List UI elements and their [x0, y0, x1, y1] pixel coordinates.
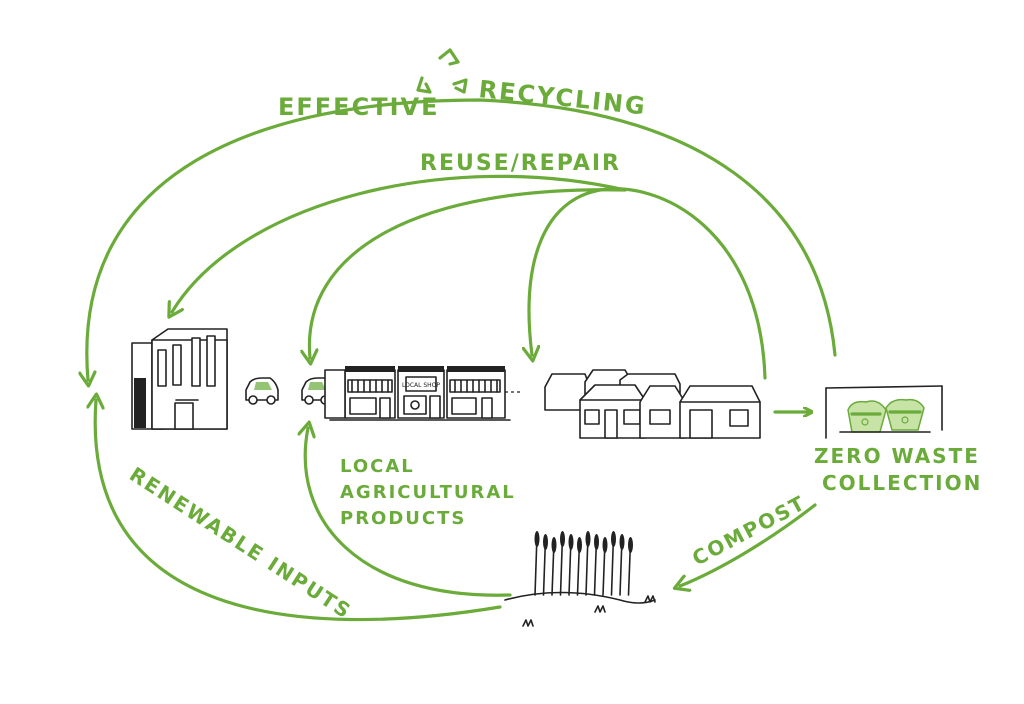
reuse-arc-to-factory — [172, 174, 627, 312]
wheat-head — [551, 537, 557, 553]
zero-waste-label-1: ZERO WASTE — [814, 444, 980, 468]
wheat-head — [534, 531, 540, 547]
recycling-label: RECYCLING — [477, 75, 648, 120]
wheat-head — [628, 537, 633, 553]
reuse-repair-label: REUSE/REPAIR — [420, 151, 621, 176]
grass-tuft — [522, 619, 534, 627]
wheat-head — [619, 534, 625, 550]
wheat-field-icon — [504, 531, 656, 627]
recycle-icon — [416, 48, 468, 94]
factory-icon — [131, 328, 228, 430]
grass-tuft — [594, 605, 606, 613]
car-icon — [245, 377, 279, 405]
grass-tuft — [644, 595, 656, 603]
shop-row-icon: LOCAL SHOP — [324, 366, 520, 421]
recycling-arc — [87, 98, 837, 380]
local-agri-label-2: AGRICULTURAL — [340, 482, 516, 503]
zero-waste-label-2: COLLECTION — [822, 471, 982, 495]
effective-label: EFFECTIVE — [278, 93, 439, 121]
wheat-head — [602, 537, 608, 553]
local-agri-arc — [305, 428, 512, 597]
shop-sign: LOCAL SHOP — [402, 382, 440, 389]
wheat-head — [560, 531, 565, 547]
wheat-head — [585, 531, 591, 547]
wheat-head — [543, 534, 548, 550]
renewable-inputs-arc — [95, 400, 502, 622]
compost-bins-icon — [825, 385, 943, 439]
reuse-arc-to-shops — [309, 188, 627, 358]
compost-arc — [680, 503, 817, 586]
local-agri-label-3: PRODUCTS — [340, 508, 466, 529]
field-ground — [504, 591, 656, 604]
wheat-head — [594, 534, 599, 550]
wheat-head — [577, 537, 582, 553]
compost-label: COMPOST — [688, 490, 810, 570]
wheat-head — [568, 534, 574, 550]
wheat-head — [611, 531, 616, 547]
local-agri-label-1: LOCAL — [340, 456, 415, 477]
houses-icon — [544, 369, 761, 439]
renewable-inputs-label: RENEWABLE INPUTS — [125, 462, 356, 624]
reuse-arc-to-houses — [529, 187, 767, 380]
